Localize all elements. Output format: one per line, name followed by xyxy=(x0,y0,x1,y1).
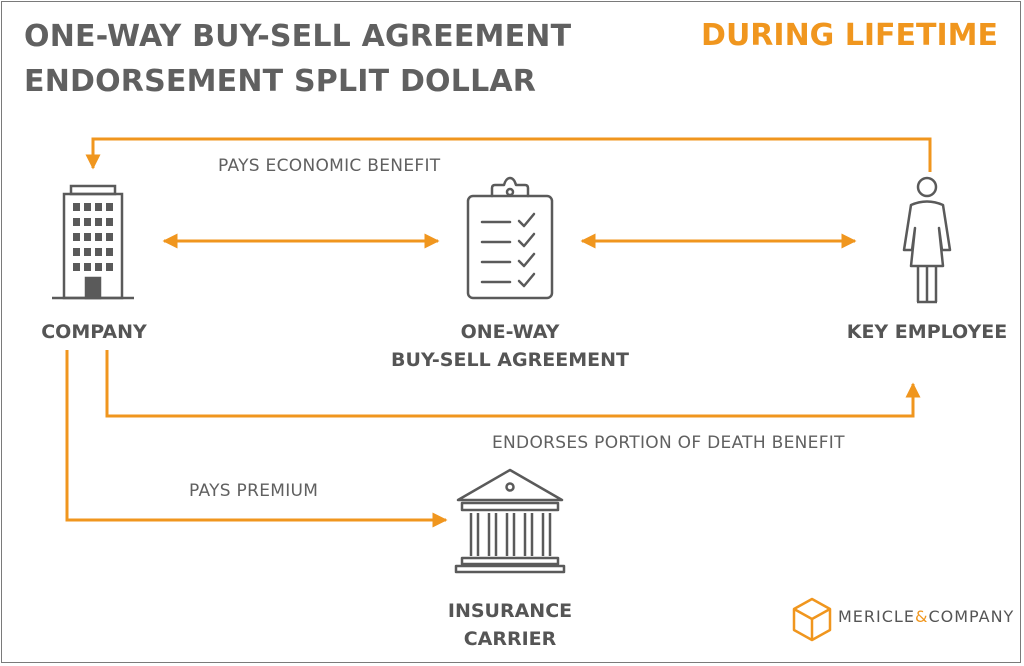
arrow-economic-benefit xyxy=(85,137,932,172)
diagram-title: ONE-WAY BUY-SELL AGREEMENT ENDORSEMENT S… xyxy=(24,14,571,104)
flow-label-endorses: ENDORSES PORTION OF DEATH BENEFIT xyxy=(492,433,845,453)
node-label-insurance-carrier: INSURANCE CARRIER xyxy=(420,597,600,653)
arrow-pays-premium xyxy=(65,350,448,528)
flow-arrows xyxy=(65,137,932,528)
node-label-agreement: ONE-WAY BUY-SELL AGREEMENT xyxy=(370,318,650,374)
person-icon xyxy=(902,176,952,304)
agreement-label-line-2: BUY-SELL AGREEMENT xyxy=(391,349,629,371)
office-building-icon xyxy=(52,184,134,300)
phase-label: DURING LIFETIME xyxy=(701,18,998,53)
bank-building-icon xyxy=(454,468,566,574)
flow-label-premium: PAYS PREMIUM xyxy=(189,481,319,501)
node-label-key-employee: KEY EMPLOYEE xyxy=(846,321,1008,343)
node-label-company: COMPANY xyxy=(41,321,147,343)
company-logo: MERICLE&COMPANY xyxy=(790,596,1013,644)
logo-wordmark: MERICLE&COMPANY xyxy=(838,607,1014,626)
logo-name-part-1: MERICLE xyxy=(838,607,915,626)
agreement-label-line-1: ONE-WAY xyxy=(460,321,560,343)
flow-label-economic-benefit: PAYS ECONOMIC BENEFIT xyxy=(218,156,441,176)
arrow-endorses-death-benefit xyxy=(105,350,921,418)
carrier-label-line-1: INSURANCE xyxy=(447,600,573,622)
title-line-2: ENDORSEMENT SPLIT DOLLAR xyxy=(24,64,537,99)
title-line-1: ONE-WAY BUY-SELL AGREEMENT xyxy=(24,19,572,54)
logo-name-part-2: COMPANY xyxy=(928,607,1015,626)
cube-icon xyxy=(792,597,832,642)
logo-ampersand: & xyxy=(914,607,929,626)
carrier-label-line-2: CARRIER xyxy=(463,628,557,650)
clipboard-checklist-icon xyxy=(466,176,554,300)
